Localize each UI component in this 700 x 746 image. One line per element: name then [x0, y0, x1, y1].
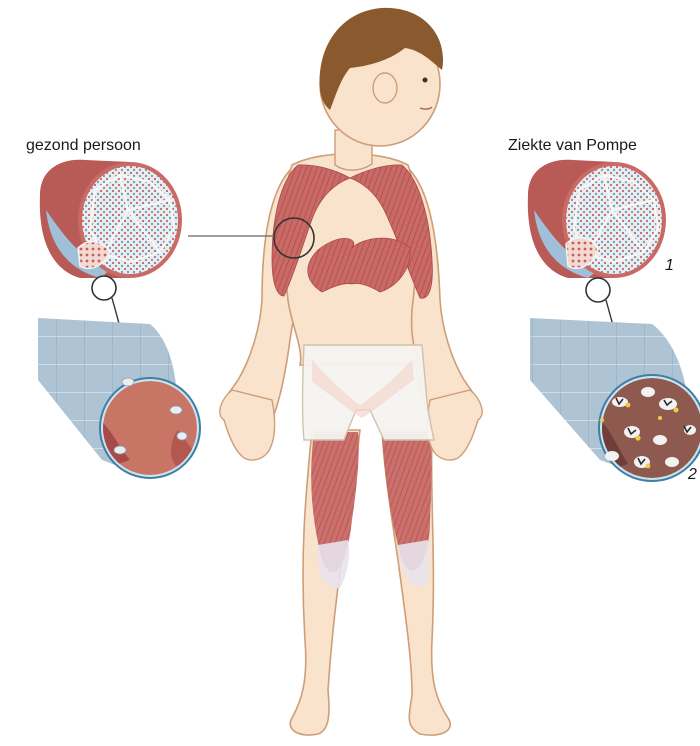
shorts	[303, 345, 435, 440]
right-hand	[427, 390, 482, 460]
healthy-nucleus	[177, 432, 187, 440]
chest-muscle	[308, 238, 410, 292]
pompe-muscle-illustration	[528, 160, 700, 481]
child-figure	[220, 8, 482, 735]
healthy-nucleus	[122, 378, 134, 386]
left-hand	[220, 390, 275, 460]
healthy-zoom-marker	[92, 276, 116, 300]
pompe-zoom-marker	[586, 278, 610, 302]
healthy-nucleus	[114, 446, 126, 454]
marker-number-2: 2	[688, 466, 697, 484]
healthy-nucleus	[170, 406, 182, 414]
healthy-muscle-illustration	[38, 160, 200, 478]
pompe-disease-label: Ziekte van Pompe	[508, 137, 637, 155]
ear	[373, 73, 397, 103]
marker-number-1: 1	[665, 257, 674, 275]
healthy-person-label: gezond persoon	[26, 137, 141, 155]
eye	[423, 78, 428, 83]
